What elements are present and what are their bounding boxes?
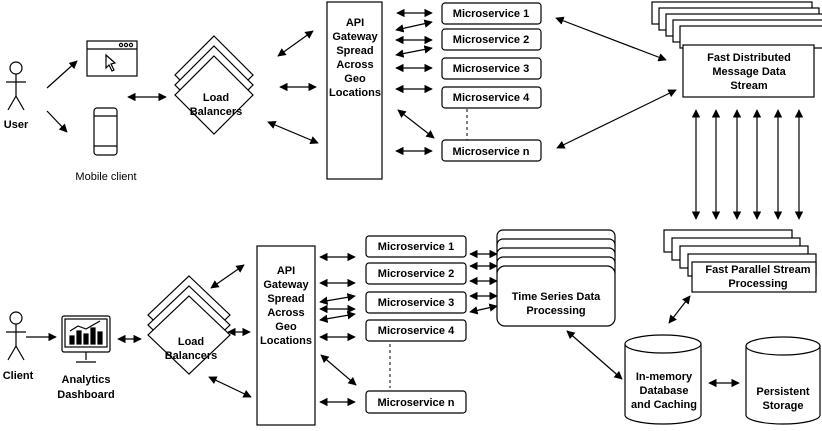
gw-bottom-line6: Locations xyxy=(260,335,312,347)
inmemory-database-icon xyxy=(624,334,702,425)
parallel-line1: Fast Parallel Stream xyxy=(705,264,810,276)
message-stream-stack xyxy=(651,1,822,98)
client-icon xyxy=(6,311,26,361)
gw-top-line4: Across xyxy=(336,59,373,71)
lb-gw-bottom-arrow-1 xyxy=(210,264,245,289)
ms-stream-arrow-1 xyxy=(555,16,667,62)
microservice-3-top: Microservice 3 xyxy=(441,57,542,80)
gw-ms4-bottom-arrow-a xyxy=(319,311,356,323)
gw-ms1-arrow-b xyxy=(395,19,433,33)
persistent-line2: Storage xyxy=(763,400,804,412)
user-to-browser-arrow xyxy=(46,60,78,89)
microservice-4-top: Microservice 4 xyxy=(441,86,542,109)
user-label: User xyxy=(4,119,29,131)
stream-line3: Stream xyxy=(730,80,768,92)
ms3-bottom-label: Microservice 3 xyxy=(378,297,454,309)
parallel-stream-stack xyxy=(663,229,817,293)
mobile-client-label: Mobile client xyxy=(75,171,136,183)
browser-window-icon xyxy=(86,40,138,77)
mobile-phone-icon xyxy=(93,107,118,156)
gw-top-line1: API xyxy=(346,17,364,29)
ms4-top-label: Microservice 4 xyxy=(453,92,530,104)
load-balancers-top xyxy=(174,35,254,135)
api-gateway-top xyxy=(326,1,383,180)
parallel-line2: Processing xyxy=(728,278,787,290)
gw-top-line2: Gateway xyxy=(332,31,378,43)
ms4-bottom-label: Microservice 4 xyxy=(378,325,455,337)
analytics-dashboard-icon xyxy=(61,315,111,363)
gw-top-line5: Geo xyxy=(344,73,366,85)
ms3-top-label: Microservice 3 xyxy=(453,63,529,75)
msn-bottom-label: Microservice n xyxy=(377,397,454,409)
microservice-2-top: Microservice 2 xyxy=(441,28,542,51)
time-series-stack xyxy=(496,229,616,327)
persistent-line1: Persistent xyxy=(756,386,810,398)
gw-bottom-line3: Spread xyxy=(267,293,304,305)
microservice-2-bottom: Microservice 2 xyxy=(365,262,467,285)
user-icon xyxy=(6,61,26,111)
microservice-4-bottom: Microservice 4 xyxy=(365,319,467,342)
lb-bottom-line2: Balancers xyxy=(165,350,218,362)
ms1-top-label: Microservice 1 xyxy=(453,8,529,20)
gw-top-line3: Spread xyxy=(336,45,373,57)
ts-line2: Processing xyxy=(526,305,585,317)
gw-top-line6: Locations xyxy=(329,87,381,99)
gw-ms2-arrow-b xyxy=(395,45,433,58)
gw-bottom-line2: Gateway xyxy=(263,279,309,291)
gw-msn-bottom-arrow-a xyxy=(320,354,357,386)
client-label: Client xyxy=(3,370,34,382)
ts-inmemory-arrow xyxy=(566,330,623,380)
lb-gw-arrow-1 xyxy=(277,30,314,57)
microservice-n-bottom: Microservice n xyxy=(365,390,467,414)
dashboard-line2: Dashboard xyxy=(57,389,114,401)
api-gateway-bottom xyxy=(256,245,316,426)
parallel-inmemory-arrow xyxy=(668,295,691,324)
ts-line1: Time Series Data xyxy=(512,291,601,303)
gw-bottom-line5: Geo xyxy=(275,321,297,333)
lb-bottom-line1: Load xyxy=(178,336,204,348)
microservice-1-bottom: Microservice 1 xyxy=(365,235,467,258)
ms-stream-arrow-2 xyxy=(556,89,677,149)
msn-top-label: Microservice n xyxy=(452,146,529,158)
lb-top-line2: Balancers xyxy=(190,106,243,118)
inmemory-line3: and Caching xyxy=(631,399,697,411)
persistent-storage-icon xyxy=(745,336,821,425)
lb-top-line1: Load xyxy=(203,92,229,104)
stream-line1: Fast Distributed xyxy=(707,52,791,64)
ms1-bottom-label: Microservice 1 xyxy=(378,241,454,253)
load-balancers-bottom xyxy=(147,275,231,375)
dashboard-line1: Analytics xyxy=(62,374,111,386)
gw-bottom-line1: API xyxy=(277,265,295,277)
lb-gw-bottom-arrow-3 xyxy=(208,376,252,398)
gw-bottom-line4: Across xyxy=(267,307,304,319)
ms-ts-arrow-5 xyxy=(469,303,498,315)
ms2-top-label: Microservice 2 xyxy=(453,34,529,46)
stream-line2: Message Data xyxy=(712,66,786,78)
gw-ms4-arrow-b xyxy=(397,109,435,139)
inmemory-line2: Database xyxy=(640,385,689,397)
microservice-1-top: Microservice 1 xyxy=(441,2,542,25)
ms2-bottom-label: Microservice 2 xyxy=(378,268,454,280)
microservice-n-top: Microservice n xyxy=(441,139,542,162)
inmemory-line1: In-memory xyxy=(636,371,693,383)
lb-gw-arrow-3 xyxy=(267,121,319,144)
microservice-3-bottom: Microservice 3 xyxy=(365,291,467,314)
user-to-mobile-arrow xyxy=(46,110,68,133)
gw-ms3-bottom-arrow-a xyxy=(319,293,356,305)
